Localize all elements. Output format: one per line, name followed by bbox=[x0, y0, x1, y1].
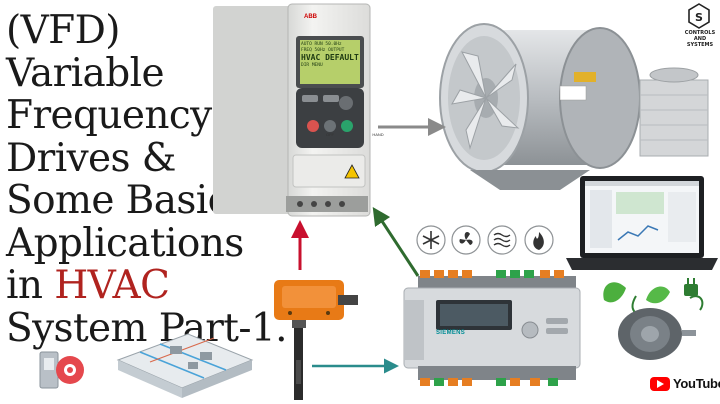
title-line: System Part-1. bbox=[6, 305, 288, 351]
fan-nameplate bbox=[559, 85, 587, 101]
logo-hexagon-icon bbox=[688, 3, 710, 29]
logo-text: AND bbox=[693, 36, 707, 42]
hvac-icons bbox=[416, 225, 554, 255]
title-line: Applications bbox=[6, 220, 244, 266]
off-button bbox=[307, 120, 319, 132]
fan-blade bbox=[485, 97, 520, 129]
abb-brand: ABB bbox=[304, 14, 317, 20]
axial-fan bbox=[439, 23, 641, 190]
title-prefix: in bbox=[6, 263, 55, 308]
fan-blade bbox=[485, 63, 517, 99]
soft-key bbox=[302, 95, 318, 102]
youtube-play-icon bbox=[650, 376, 670, 391]
duct-sensor bbox=[274, 280, 358, 400]
drive-lcd-text: AUTO RUN 50.0Hz FREQ 50Hz OUTPUT HVAC DE… bbox=[301, 42, 359, 82]
lcd-line: FREQ 50Hz OUTPUT bbox=[301, 48, 345, 53]
leaf-icon bbox=[603, 282, 626, 303]
siemens-controller bbox=[403, 270, 581, 386]
fan-blade bbox=[451, 89, 487, 105]
youtube-badge[interactable]: YouTube bbox=[650, 376, 720, 391]
youtube-label: YouTube bbox=[673, 376, 720, 391]
controller-to-drive-arrow bbox=[372, 206, 420, 277]
lcd-screen bbox=[300, 40, 360, 84]
soft-key bbox=[323, 95, 339, 102]
channel-name: CONTROLS AND SYSTEMS bbox=[682, 30, 718, 48]
drive-side bbox=[213, 6, 293, 214]
fire-panel-icon bbox=[39, 351, 84, 389]
plug-icon bbox=[684, 284, 698, 296]
siemens-brand: SIEMENS bbox=[436, 330, 466, 336]
keypad-labels: OFF HAND bbox=[318, 132, 390, 137]
building-iso bbox=[116, 333, 254, 398]
title-line: (VFD) bbox=[6, 8, 121, 53]
title-line: Frequency bbox=[6, 93, 212, 138]
fan-blade bbox=[465, 97, 487, 150]
nav-button bbox=[339, 96, 353, 110]
terminal-cover bbox=[292, 154, 366, 188]
lcd-line: HVAC DEFAULT bbox=[301, 53, 359, 62]
vfd-drive bbox=[213, 3, 371, 217]
title: (VFD) Variable Frequency Drives & Some B… bbox=[6, 8, 288, 351]
cooling-tower bbox=[639, 67, 709, 157]
terminal-strip-bottom bbox=[418, 366, 576, 380]
key-label: OFF bbox=[326, 132, 334, 137]
key-label: HAND bbox=[372, 132, 384, 137]
terminal-strip-top bbox=[418, 276, 576, 290]
title-line: in HVAC bbox=[6, 263, 276, 308]
logo-text: CONTROLS bbox=[684, 30, 716, 36]
lcd-line: DIR MENU bbox=[301, 63, 323, 68]
laptop bbox=[566, 176, 718, 270]
laptop-base bbox=[566, 258, 718, 270]
title-line: Some Basic bbox=[6, 178, 230, 223]
fan-label bbox=[574, 72, 596, 82]
hand-button bbox=[341, 120, 353, 132]
green-motor bbox=[603, 278, 704, 360]
tower-fan-stack bbox=[649, 67, 699, 83]
keypad-button bbox=[324, 120, 336, 132]
controller-knob bbox=[521, 321, 539, 339]
warning-icon bbox=[344, 164, 360, 179]
building-floor bbox=[116, 333, 254, 389]
fan-stand bbox=[470, 170, 590, 190]
title-line: Drives & bbox=[6, 135, 176, 181]
logo-text: SYSTEMS bbox=[686, 42, 714, 48]
title-highlight: HVAC bbox=[54, 263, 170, 308]
lcd-line: AUTO RUN 50.0Hz bbox=[301, 42, 342, 47]
fan-blade bbox=[461, 51, 487, 99]
leaf-icon bbox=[646, 286, 670, 304]
channel-logo: S bbox=[688, 3, 710, 29]
title-line: Variable bbox=[6, 50, 165, 96]
tower-body bbox=[639, 79, 709, 157]
svg-text:S: S bbox=[695, 11, 703, 24]
